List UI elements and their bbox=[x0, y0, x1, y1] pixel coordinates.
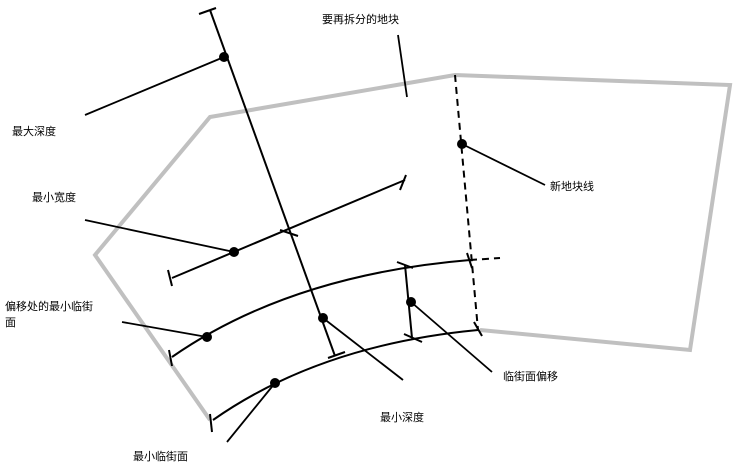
max-depth-tick-top bbox=[198, 7, 217, 15]
leader-frontage-offset bbox=[410, 301, 493, 373]
min-width-tick-mid bbox=[279, 229, 299, 237]
frontage-offset-dot bbox=[406, 297, 416, 307]
label-new-parcel-line: 新地块线 bbox=[550, 180, 594, 193]
label-parcel-to-split: 要再拆分的地块 bbox=[322, 13, 399, 26]
max-depth-dot bbox=[219, 52, 229, 62]
new-parcel-line bbox=[454, 74, 479, 331]
max-depth-tick-bottom bbox=[327, 351, 346, 359]
label-min-width: 最小宽度 bbox=[32, 191, 76, 204]
min-width-tick-right bbox=[399, 174, 407, 191]
leader-parcel-to-split bbox=[397, 34, 408, 98]
min-depth-dot bbox=[318, 313, 328, 323]
frontage-tick-left bbox=[209, 413, 213, 433]
frontage-tick-right bbox=[473, 321, 483, 337]
offset-tick-left bbox=[168, 349, 173, 367]
offset-frontage-dot bbox=[202, 332, 212, 342]
leader-min-depth bbox=[322, 317, 404, 381]
label-min-frontage-offset-2: 面 bbox=[5, 316, 16, 329]
min-width-tick-left bbox=[167, 269, 173, 287]
offset-tick-right bbox=[466, 252, 473, 269]
offset-extension-dash bbox=[469, 257, 501, 261]
min-width-dot bbox=[229, 247, 239, 257]
label-min-frontage-offset-1: 偏移处的最小临街 bbox=[5, 300, 93, 313]
label-min-depth: 最小深度 bbox=[380, 411, 424, 424]
leader-min-frontage-offset bbox=[121, 321, 208, 338]
frontage-curve bbox=[212, 329, 479, 421]
label-min-frontage: 最小临街面 bbox=[133, 450, 188, 463]
min-frontage-dot bbox=[270, 378, 280, 388]
leader-min-width bbox=[84, 219, 235, 253]
parcel-outline bbox=[92, 72, 733, 422]
new-line-dot bbox=[457, 139, 467, 149]
label-frontage-offset: 临街面偏移 bbox=[503, 370, 558, 383]
leader-max-depth bbox=[84, 56, 225, 116]
min-width-line bbox=[171, 179, 406, 279]
leader-new-parcel-line bbox=[461, 143, 546, 186]
max-depth-line bbox=[209, 9, 336, 357]
frontage-offset-tick-top bbox=[396, 261, 414, 269]
offset-frontage-curve bbox=[171, 259, 471, 358]
frontage-offset-tick-bottom bbox=[403, 333, 423, 343]
label-max-depth: 最大深度 bbox=[12, 125, 56, 138]
leader-min-frontage bbox=[226, 382, 276, 443]
